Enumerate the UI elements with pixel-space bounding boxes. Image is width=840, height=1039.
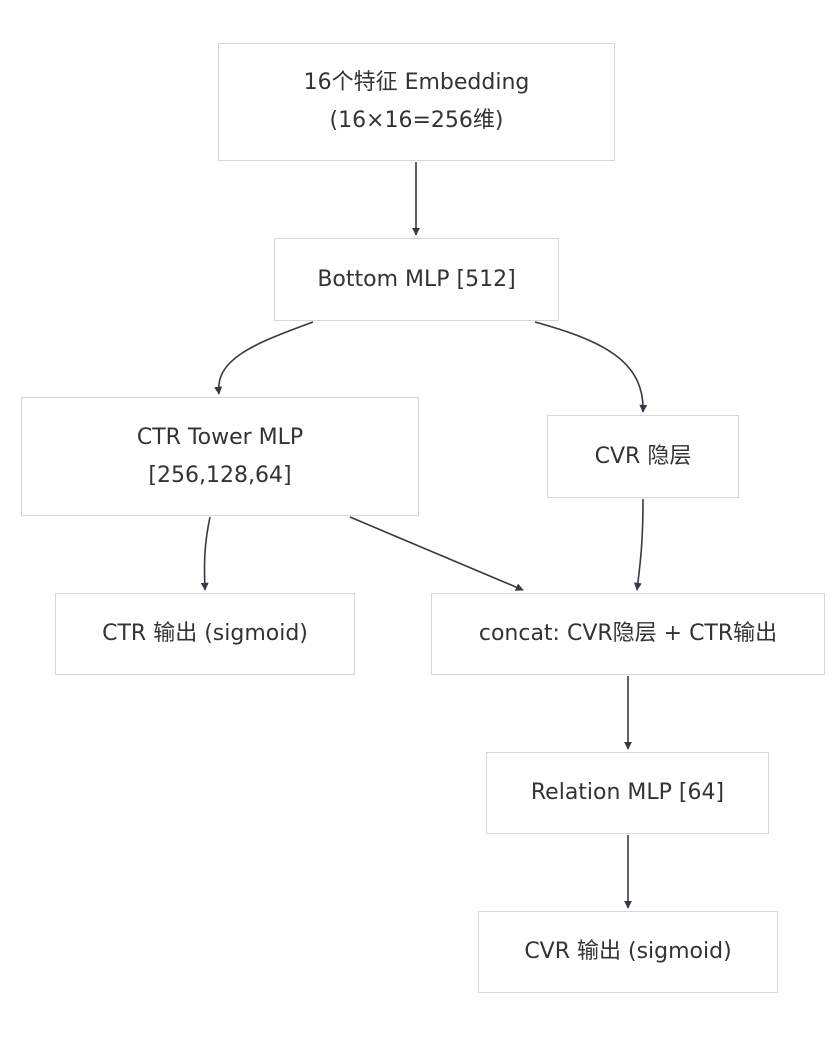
- cvr-output-label: CVR 输出 (sigmoid): [524, 939, 732, 964]
- relation-mlp-node: Relation MLP [64]: [486, 752, 769, 834]
- embedding-node-line-2: (16×16=256维): [329, 108, 504, 133]
- relation-mlp-label: Relation MLP [64]: [530, 780, 725, 805]
- ctr-tower-line-1: CTR Tower MLP: [136, 424, 304, 450]
- ctr-output-node: CTR 输出 (sigmoid): [55, 593, 355, 675]
- concat-node: concat: CVR隐层 + CTR输出: [431, 593, 825, 675]
- cvr-hidden-label: CVR 隐层: [594, 443, 692, 469]
- concat-label: concat: CVR隐层 + CTR输出: [478, 621, 778, 646]
- bottom-mlp-label: Bottom MLP [512]: [317, 266, 516, 292]
- edge-bottom-mlp-to-ctr-tower: [214, 321, 314, 395]
- edge-ctr-tower-to-concat: [349, 516, 524, 591]
- ctr-output-label: CTR 输出 (sigmoid): [102, 621, 308, 646]
- bottom-mlp-node: Bottom MLP [512]: [274, 238, 559, 321]
- embedding-node-line-1: 16个特征 Embedding: [303, 70, 530, 95]
- ctr-tower-node: CTR Tower MLP [256,128,64]: [21, 397, 419, 516]
- ctr-tower-line-2: [256,128,64]: [148, 462, 292, 488]
- edge-bottom-mlp-to-cvr-hidden: [534, 321, 648, 413]
- cvr-hidden-node: CVR 隐层: [547, 415, 739, 498]
- embedding-node: 16个特征 Embedding (16×16=256维): [218, 43, 615, 161]
- cvr-output-node: CVR 输出 (sigmoid): [478, 911, 778, 993]
- edge-cvr-hidden-to-concat: [633, 498, 644, 591]
- edge-ctr-tower-to-ctr-output: [200, 516, 211, 591]
